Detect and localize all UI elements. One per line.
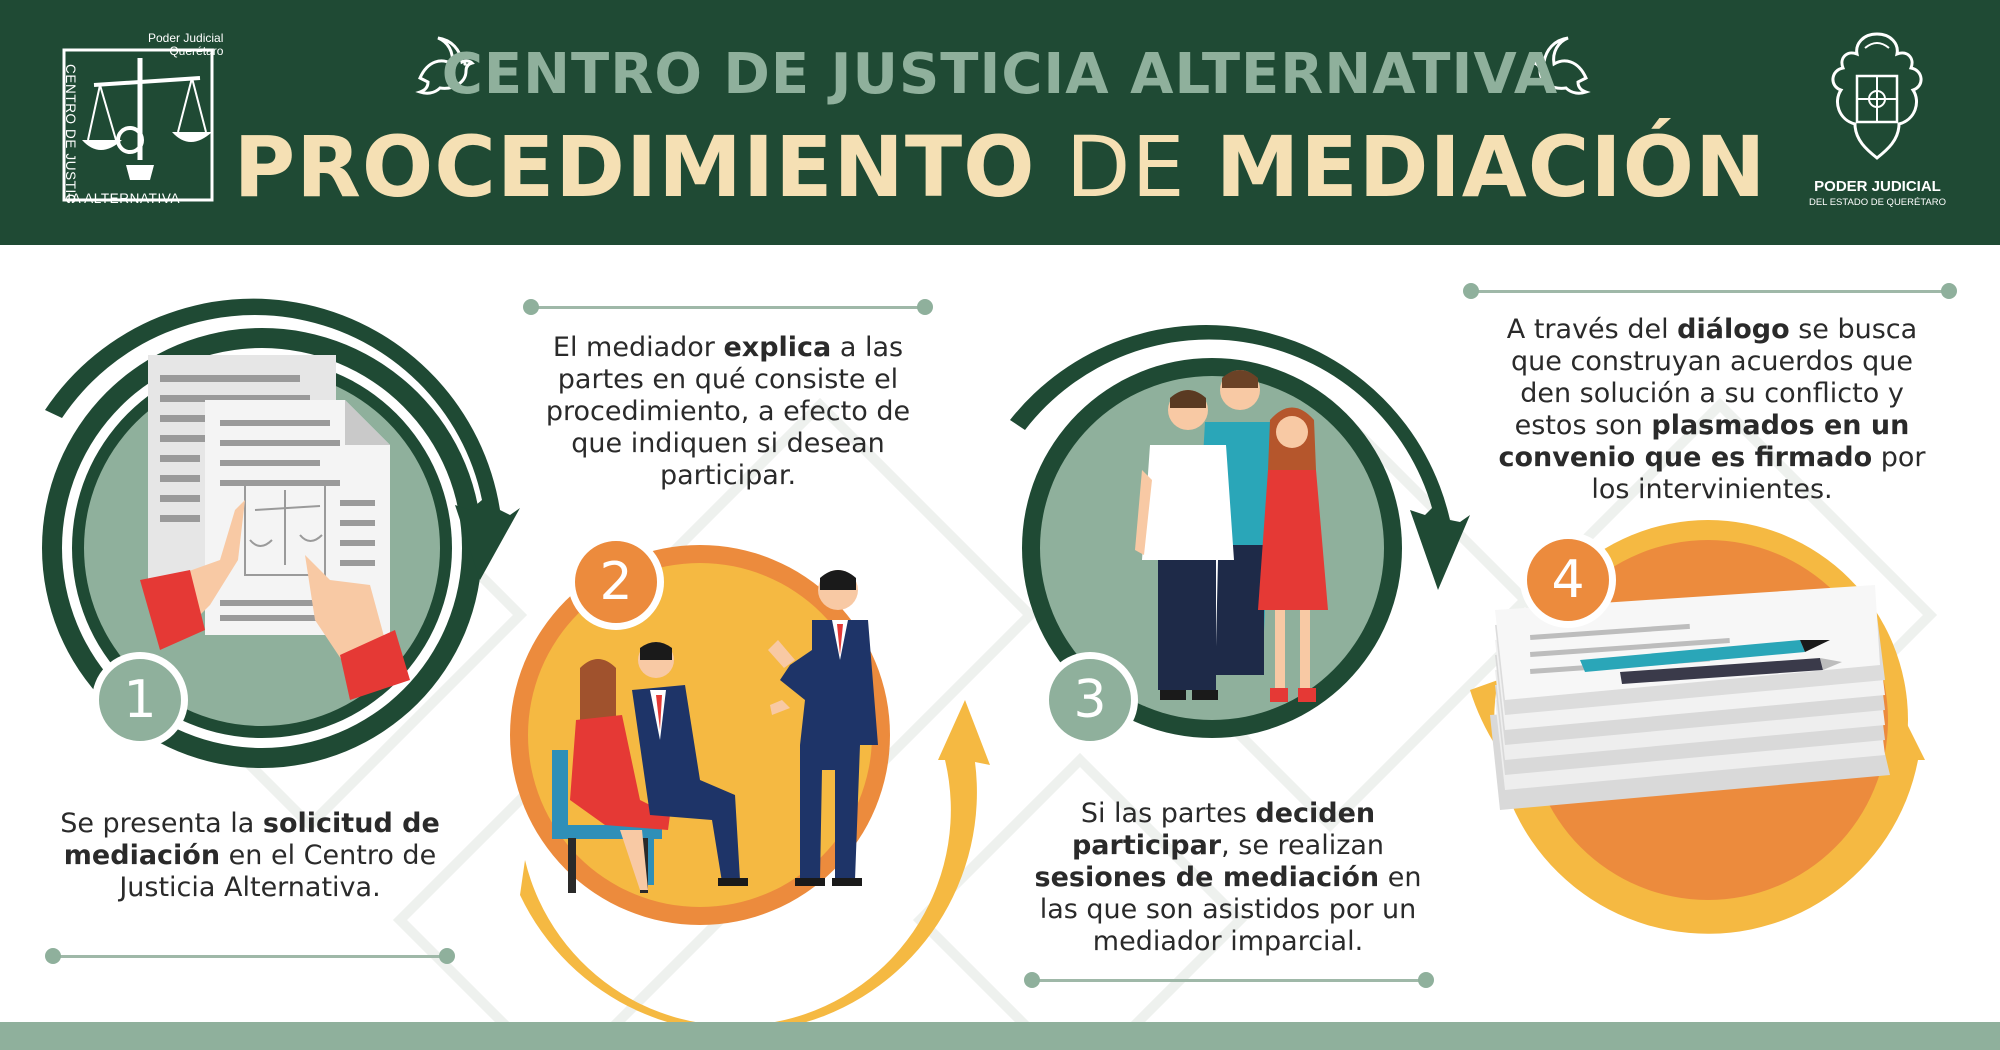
right-logo-subtitle: DEL ESTADO DE QUERÉTARO [1808,197,1947,208]
step-1-number-badge: 1 [92,652,188,748]
step-2-description: El mediador explica a las partes en qué … [545,332,911,491]
justice-scale-logo-icon [62,48,214,202]
step-1-description: Se presenta la solicitud de mediación en… [60,808,440,903]
step-2-illustration [510,545,990,1025]
dove-icon [1531,36,1591,95]
step-4-number-badge: 4 [1520,532,1616,628]
step-3-illustration [1010,325,1470,738]
step-4-description: A través del diálogo se busca que constr… [1498,314,1926,505]
step-4-divider [1463,283,1957,299]
step-1-illustration [42,298,520,768]
step-3-number-badge: 3 [1042,652,1138,748]
footer-bar [0,1022,2000,1050]
coat-of-arms-logo-icon [1831,32,1923,160]
right-logo-name: PODER JUDICIAL [1814,178,1941,195]
step-1-divider [45,948,455,964]
step-3-description: Si las partes deciden participar, se rea… [1034,798,1422,957]
step-2-number-badge: 2 [568,534,664,630]
header-banner: Poder Judicial Querétaro CENTRO DE JUSTI… [0,0,2000,245]
left-logo-org-text: Poder Judicial Querétaro [148,31,224,58]
step-2-divider [523,299,933,315]
page-title: PROCEDIMIENTO DE MEDIACIÓN [233,118,1767,216]
step-3-divider [1024,972,1434,988]
left-logo-caption: CENTRO DE JUSTICIA ALTERNATIVA [63,64,179,206]
header-subtitle: CENTRO DE JUSTICIA ALTERNATIVA [441,42,1559,107]
dove-icon [415,36,475,95]
